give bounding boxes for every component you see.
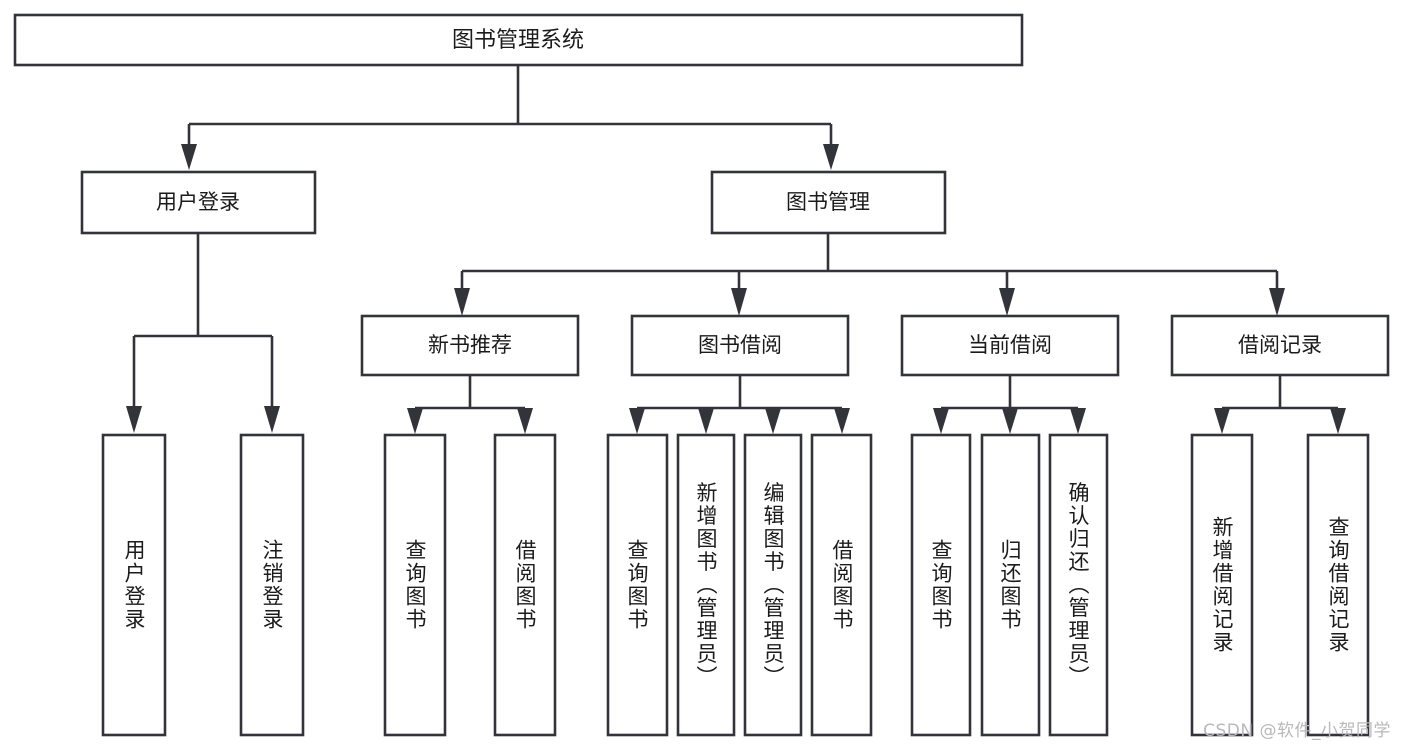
arrow-root-to-book-mgmt-icon [823,144,839,170]
node-root-label: 图书管理系统 [452,28,584,53]
leaf-current-borrow-3-label: 确认归还（管理员） [1066,482,1090,689]
leaf-book-borrow-1-box[interactable] [606,433,669,737]
arrow-book-borrow-leaf-2-icon [698,408,714,434]
node-user-login-label: 用户登录 [156,190,240,214]
leaf-current-borrow-3-box[interactable] [1048,433,1109,737]
leaf-new-book-2-label: 借阅图书 [513,539,537,631]
arrow-book-mgmt-c2-icon [731,288,747,316]
node-current-borrow[interactable]: 当前借阅 [900,314,1120,377]
node-user-login-box[interactable] [80,170,317,235]
arrow-current-borrow-leaf-2-icon [1002,408,1018,434]
node-book-borrow[interactable]: 图书借阅 [630,314,850,377]
arrow-new-book-leaf-2-icon [517,408,533,434]
connector-group-root [181,66,839,170]
arrow-book-borrow-leaf-3-icon [765,408,781,434]
node-user-login[interactable]: 用户登录 [80,170,317,235]
leaf-user-login-1[interactable]: 用户登录 [101,433,167,737]
leaf-new-book-2-box[interactable] [493,433,557,737]
leaf-borrow-record-1[interactable]: 新增借阅记录 [1190,433,1254,737]
leaf-new-book-2[interactable]: 借阅图书 [493,433,557,737]
leaf-current-borrow-1[interactable]: 查询图书 [910,433,972,737]
connector-group-user-login [126,233,280,433]
arrow-book-mgmt-c3-icon [999,288,1015,316]
leaf-book-borrow-2-box[interactable] [676,433,736,737]
leaf-borrow-record-2[interactable]: 查询借阅记录 [1306,433,1370,737]
node-borrow-record[interactable]: 借阅记录 [1170,314,1390,377]
connector-group-book-mgmt [454,233,1285,316]
arrow-book-borrow-leaf-1-icon [629,408,645,434]
node-current-borrow-box[interactable] [900,314,1120,377]
leaf-new-book-1-box[interactable] [383,433,447,737]
node-borrow-record-label: 借阅记录 [1238,333,1322,357]
node-borrow-record-box[interactable] [1170,314,1390,377]
leaf-new-book-1[interactable]: 查询图书 [383,433,447,737]
leaf-user-login-2-box[interactable] [239,433,305,737]
arrow-book-mgmt-c4-icon [1269,288,1285,316]
leaf-current-borrow-1-box[interactable] [910,433,972,737]
leaf-borrow-record-2-box[interactable] [1306,433,1370,737]
node-book-management[interactable]: 图书管理 [710,170,947,235]
leaf-current-borrow-2-label: 归还图书 [998,539,1022,631]
node-book-management-box[interactable] [710,170,947,235]
leaf-book-borrow-1[interactable]: 查询图书 [606,433,669,737]
leaf-borrow-record-2-label: 查询借阅记录 [1326,516,1350,654]
arrow-book-mgmt-c1-icon [454,288,470,316]
arrow-current-borrow-leaf-3-icon [1070,408,1086,434]
leaf-book-borrow-4-label: 借阅图书 [830,539,854,631]
node-new-book-recommend[interactable]: 新书推荐 [360,314,580,377]
leaf-book-borrow-3[interactable]: 编辑图书（管理员） [743,433,803,737]
connector-group-book-borrow [629,375,850,434]
connector-group-new-book [407,375,533,434]
arrow-current-borrow-leaf-1-icon [933,408,949,434]
leaf-current-borrow-2-box[interactable] [980,433,1041,737]
leaf-current-borrow-2[interactable]: 归还图书 [980,433,1041,737]
arrow-book-borrow-leaf-4-icon [834,408,850,434]
node-new-book-recommend-box[interactable] [360,314,580,377]
leaf-book-borrow-2-label: 新增图书（管理员） [694,482,718,689]
connector-group-current-borrow [933,375,1086,434]
arrow-borrow-record-leaf-1-icon [1214,408,1230,434]
arrow-user-login-leaf-2-icon [264,406,280,433]
leaf-current-borrow-3[interactable]: 确认归还（管理员） [1048,433,1109,737]
leaf-book-borrow-3-label: 编辑图书（管理员） [761,482,785,689]
leaf-borrow-record-1-label: 新增借阅记录 [1210,516,1234,654]
leaf-borrow-record-1-box[interactable] [1190,433,1254,737]
node-book-borrow-label: 图书借阅 [698,333,782,357]
node-root[interactable]: 图书管理系统 [13,13,1024,67]
leaf-book-borrow-3-box[interactable] [743,433,803,737]
leaf-book-borrow-4[interactable]: 借阅图书 [810,433,873,737]
leaf-user-login-1-box[interactable] [101,433,167,737]
leaf-book-borrow-1-label: 查询图书 [625,539,649,631]
arrow-root-to-user-login-icon [181,144,197,170]
arrow-user-login-leaf-1-icon [126,406,142,433]
leaf-current-borrow-1-label: 查询图书 [929,539,953,631]
arrow-new-book-leaf-1-icon [407,408,423,434]
arrow-borrow-record-leaf-2-icon [1330,408,1346,434]
connector-group-borrow-record [1214,375,1346,434]
leaf-user-login-1-label: 用户登录 [122,539,146,631]
node-book-management-label: 图书管理 [786,190,870,214]
node-book-borrow-box[interactable] [630,314,850,377]
leaf-book-borrow-2[interactable]: 新增图书（管理员） [676,433,736,737]
leaf-user-login-2-label: 注销登录 [260,539,284,631]
node-root-box[interactable] [13,13,1024,67]
node-new-book-recommend-label: 新书推荐 [428,333,512,357]
leaf-user-login-2[interactable]: 注销登录 [239,433,305,737]
leaf-book-borrow-4-box[interactable] [810,433,873,737]
node-current-borrow-label: 当前借阅 [968,333,1052,357]
leaf-new-book-1-label: 查询图书 [403,539,427,631]
